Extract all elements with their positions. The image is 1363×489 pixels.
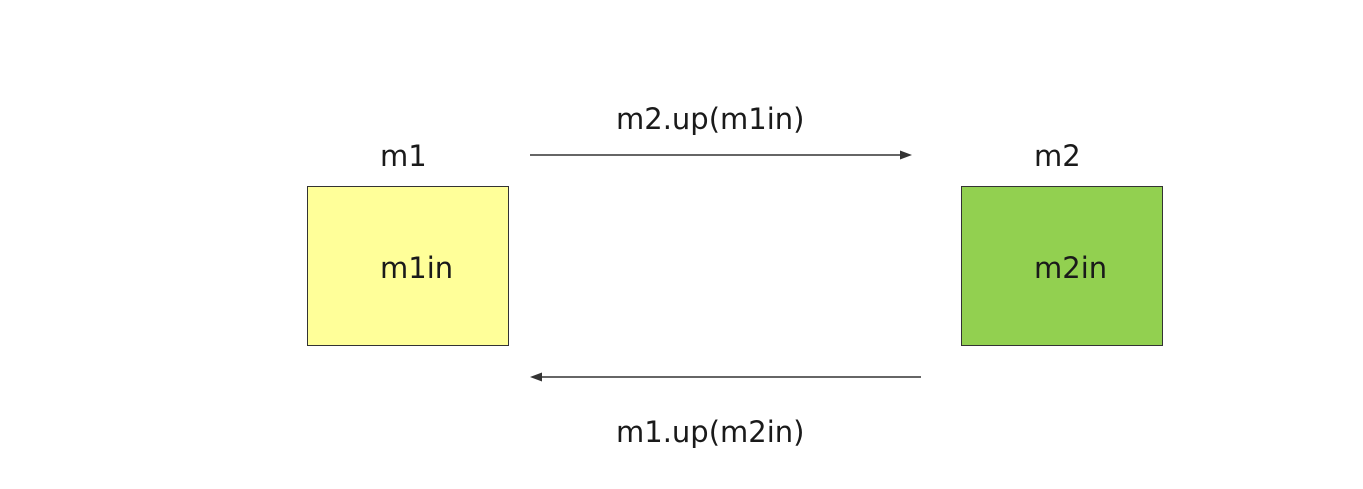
edge-m1-to-m2-arrow <box>530 150 912 160</box>
node-m1-box: m1in <box>307 186 509 346</box>
edge-m2-to-m1-label: m1.up(m2in) <box>616 415 805 449</box>
node-m1-content: m1in <box>380 251 454 285</box>
edge-m2-to-m1-arrow <box>530 372 921 382</box>
node-m2-content: m2in <box>1034 251 1108 285</box>
edge-m1-to-m2-label: m2.up(m1in) <box>616 102 805 136</box>
node-m2-box: m2in <box>961 186 1163 346</box>
node-m1-title: m1 <box>380 139 427 173</box>
node-m2-title: m2 <box>1034 139 1081 173</box>
